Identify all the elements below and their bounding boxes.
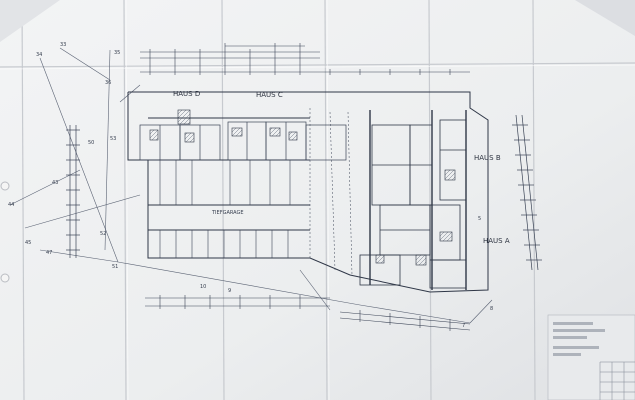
right-dimension-chain <box>512 114 542 271</box>
svg-text:9: 9 <box>228 288 231 294</box>
punch-hole-top <box>0 181 10 191</box>
label-tiefgarage: TIEFGARAGE <box>211 210 244 216</box>
svg-text:7: 7 <box>462 323 465 329</box>
label-haus-a: HAUS A <box>483 237 510 245</box>
svg-text:52: 52 <box>100 231 106 237</box>
svg-text:35: 35 <box>114 50 120 56</box>
svg-text:34: 34 <box>36 52 42 58</box>
svg-text:44: 44 <box>8 202 14 208</box>
svg-text:36: 36 <box>105 80 111 86</box>
label-haus-d: HAUS D <box>173 90 200 98</box>
svg-text:50: 50 <box>88 140 94 146</box>
svg-text:8: 8 <box>490 306 493 312</box>
svg-text:5: 5 <box>478 216 481 222</box>
label-haus-c: HAUS C <box>256 91 283 99</box>
edge-numbers: 33 34 35 36 43 44 45 47 50 51 52 53 9 10… <box>8 42 493 329</box>
svg-text:10: 10 <box>200 284 206 290</box>
top-dimension-lines <box>140 45 470 73</box>
column-grid <box>309 108 353 276</box>
upper-block-rooms <box>139 121 347 161</box>
svg-text:45: 45 <box>25 240 31 246</box>
bottom-dimension-lines <box>145 297 471 331</box>
parking-bays <box>159 160 291 258</box>
label-haus-b: HAUS B <box>474 154 501 162</box>
svg-text:47: 47 <box>46 250 52 256</box>
svg-text:43: 43 <box>52 180 58 186</box>
svg-text:33: 33 <box>60 42 66 48</box>
punch-hole-bottom <box>0 273 10 283</box>
svg-text:51: 51 <box>112 264 118 270</box>
svg-text:53: 53 <box>110 136 116 142</box>
left-dimension-chain <box>66 125 80 258</box>
title-block <box>547 314 635 400</box>
